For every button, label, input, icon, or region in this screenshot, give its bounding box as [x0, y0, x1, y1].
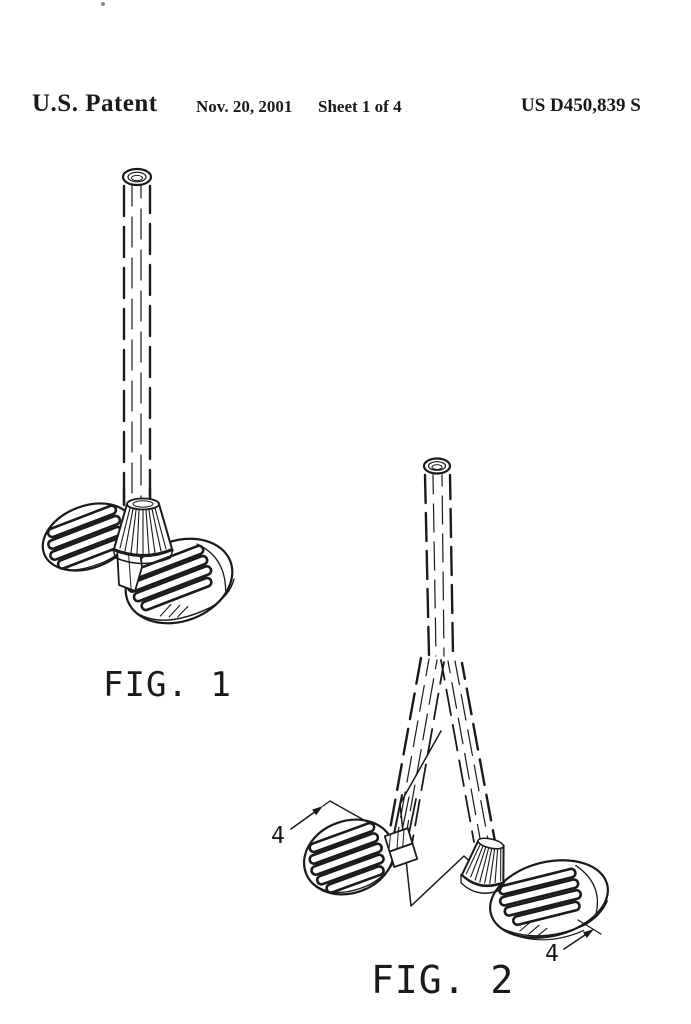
fig2-drawing: 4 4 FIG. 2: [271, 457, 610, 1002]
fig2-right-pedal-icon: [460, 837, 610, 941]
fig2-pole-icon: [385, 457, 498, 856]
ref-arrow-left: [290, 810, 317, 830]
fig1-drawing: FIG. 1: [41, 167, 235, 705]
fig2-label: FIG. 2: [371, 958, 514, 1002]
arrowhead-right-icon: [583, 929, 594, 938]
patent-number: US D450,839 S: [521, 95, 641, 116]
fig1-pole-icon: [121, 167, 153, 507]
scan-artifact-dot: [101, 2, 105, 6]
patent-label: U.S. Patent: [32, 90, 158, 117]
fig2-ref-right: 4: [545, 919, 602, 967]
fig2-left-pedal-icon: [302, 794, 419, 896]
fig1-label: FIG. 1: [103, 665, 232, 705]
sheet-indicator: Sheet 1 of 4: [318, 97, 402, 116]
fig2-ref-left: 4: [271, 800, 372, 849]
arrowhead-left-icon: [312, 806, 323, 816]
fig1-pedal-icon: [41, 497, 235, 625]
ref-numeral-4-right: 4: [545, 941, 559, 967]
ref-arrow-right: [563, 932, 589, 950]
ref-numeral-4-left: 4: [271, 823, 285, 849]
issue-date: Nov. 20, 2001: [196, 97, 293, 116]
